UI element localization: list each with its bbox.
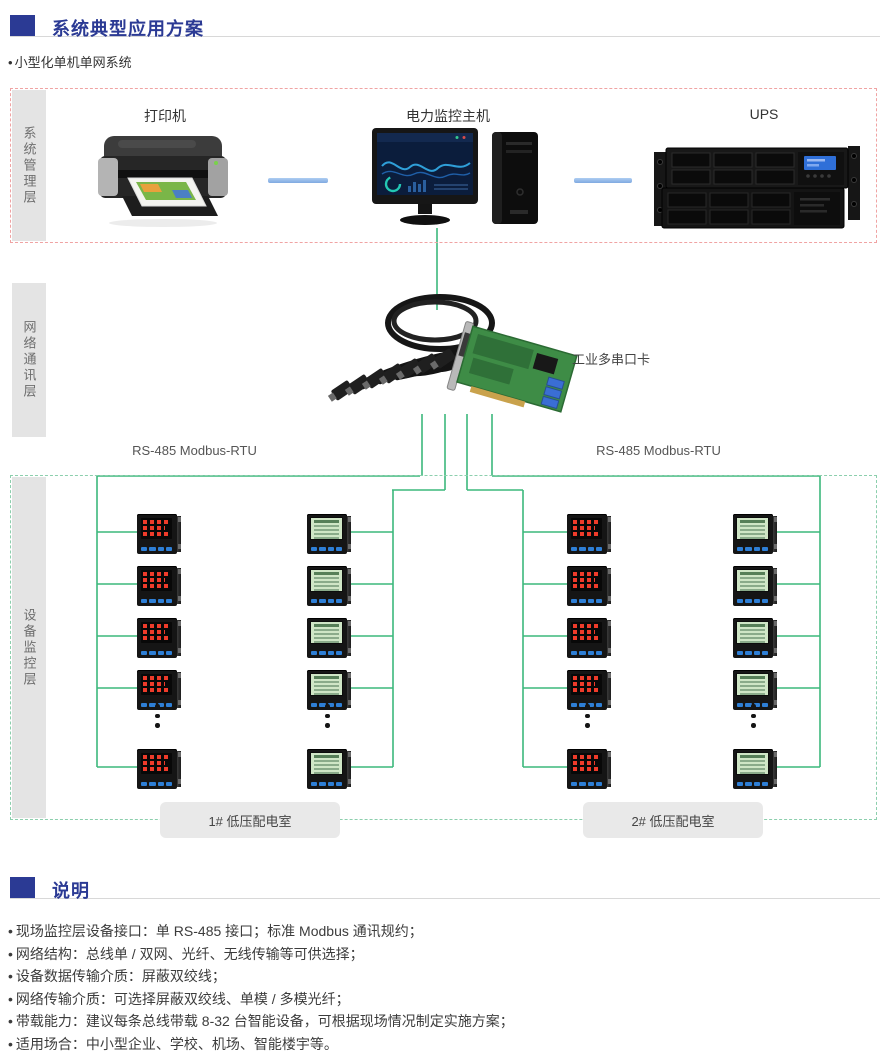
section-rule [10,36,880,37]
power-meter-green-lcd [733,513,777,555]
power-meter-green-lcd [307,617,351,659]
room-label-1: 1# 低压配电室 [160,802,340,838]
power-meter-red-led [567,617,611,659]
note-item: 网络结构：总线单 / 双网、光纤、无线传输等可供选择； [8,943,868,966]
notes-list: 现场监控层设备接口：单 RS-485 接口；标准 Modbus 通讯规约；网络结… [8,920,868,1055]
power-meter-green-lcd [307,565,351,607]
power-meter-red-led [137,748,181,790]
device-layer-box [10,475,877,820]
note-item: 适用场合：中小型企业、学校、机场、智能楼宇等。 [8,1033,868,1055]
power-meter-red-led [137,565,181,607]
power-meter-green-lcd [307,669,351,711]
more-meters-ellipsis [585,704,590,728]
power-meter-green-lcd [733,565,777,607]
power-meter-red-led [567,565,611,607]
subtitle: •小型化单机单网系统 [8,52,132,71]
link-host-ups [574,178,632,183]
rs485-label-right: RS-485 Modbus-RTU [596,443,721,458]
management-layer-box [10,88,877,243]
device-layer-bar: 设备监控层 [12,477,46,818]
more-meters-ellipsis [751,704,756,728]
host-label: 电力监控主机 [406,108,490,124]
section-accent-square [10,15,35,36]
note-item: 带载能力：建议每条总线带载 8-32 台智能设备，可根据现场情况制定实施方案； [8,1010,868,1033]
power-meter-red-led [137,669,181,711]
network-layer-label: 网络通讯层 [21,320,37,400]
serial-card-image [327,294,578,413]
serial-card-label: 工业多串口卡 [572,352,651,367]
ups-image [654,146,860,229]
power-meter-green-lcd [733,669,777,711]
device-layer-label: 设备监控层 [21,607,37,688]
more-meters-ellipsis [325,704,330,728]
subtitle-text: 小型化单机单网系统 [14,55,132,70]
note-item: 网络传输介质：可选择屏蔽双绞线、单模 / 多模光纤； [8,988,868,1011]
power-meter-green-lcd [307,513,351,555]
power-meter-red-led [567,748,611,790]
notes-accent-square [10,877,35,898]
note-item: 现场监控层设备接口：单 RS-485 接口；标准 Modbus 通讯规约； [8,920,868,943]
notes-title: 说明 [52,881,90,901]
power-meter-red-led [137,617,181,659]
notes-rule [10,898,880,899]
power-meter-green-lcd [307,748,351,790]
page-title: 系统典型应用方案 [52,19,204,39]
note-item: 设备数据传输介质：屏蔽双绞线； [8,965,868,988]
bullet-dot: • [8,55,13,70]
power-meter-red-led [137,513,181,555]
printer-image [98,136,228,227]
more-meters-ellipsis [155,704,160,728]
ups-label: UPS [749,106,779,122]
management-layer-bar: 系统管理层 [12,90,46,241]
room-label-2: 2# 低压配电室 [583,802,763,838]
network-layer-bar: 网络通讯层 [12,283,46,437]
management-layer-label: 系统管理层 [21,125,37,206]
printer-label: 打印机 [144,108,186,124]
monitor-host-image [372,128,538,225]
link-printer-host [268,178,328,183]
power-meter-green-lcd [733,617,777,659]
power-meter-green-lcd [733,748,777,790]
rs485-label-left: RS-485 Modbus-RTU [132,443,257,458]
power-meter-red-led [567,513,611,555]
power-meter-red-led [567,669,611,711]
